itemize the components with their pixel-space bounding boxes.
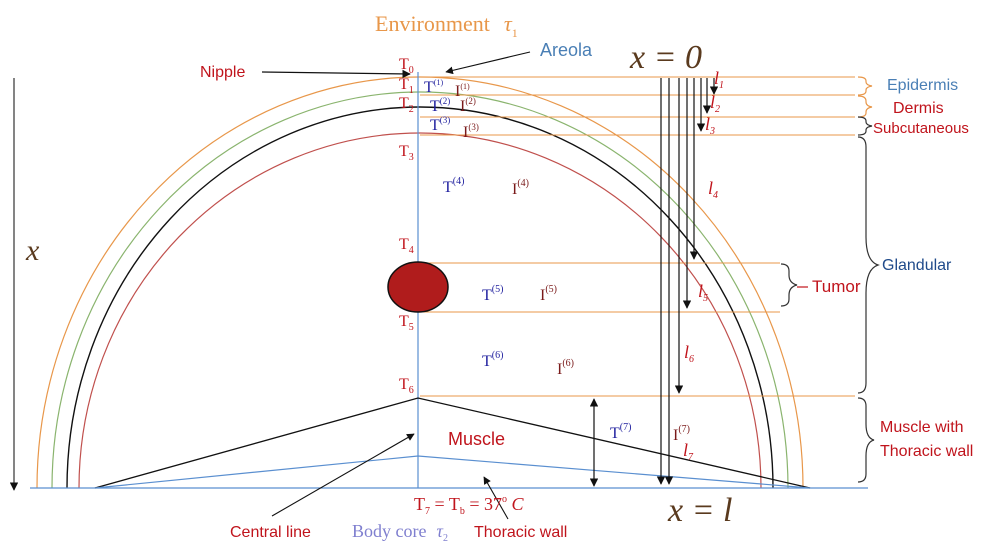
intensity-region-1: I(1) <box>455 82 470 100</box>
intensity-region-6: I(6) <box>557 358 574 378</box>
nipple-label: Nipple <box>200 64 245 81</box>
layer-tumor: Tumor <box>812 277 861 296</box>
temp-t6: T6 <box>399 376 414 396</box>
temp-region-4: T(4) <box>443 176 464 196</box>
layer-glandular: Glandular <box>882 257 952 274</box>
central-line-arrow <box>271 433 415 517</box>
layer-braces <box>780 76 880 483</box>
layer-epidermis: Epidermis <box>887 77 958 94</box>
temp-region-2: T(2) <box>430 96 450 115</box>
temp-t0: T0 <box>399 56 414 76</box>
temp-region-7: T(7) <box>610 422 631 442</box>
temp-region-3: T(3) <box>430 115 450 134</box>
length-arrows <box>656 78 719 485</box>
region-intensities: I(1) I(2) I(3) I(4) I(5) I(6) I(7) <box>455 82 690 444</box>
body-temperature-equation: T7 = Tb = 37o C <box>414 494 524 517</box>
temp-t1: T1 <box>399 76 414 96</box>
layer-lengths: l1 l2 l3 l4 l5 l6 l7 <box>683 68 724 463</box>
intensity-region-4: I(4) <box>512 178 529 198</box>
temp-region-6: T(6) <box>482 350 503 370</box>
length-l2: l2 <box>710 92 720 115</box>
nipple-arrow <box>261 69 411 79</box>
x-equals-l-label: x = l <box>667 492 732 529</box>
muscle-region <box>94 397 811 489</box>
central-line-label: Central line <box>230 524 311 541</box>
temp-t3: T3 <box>399 143 414 163</box>
boundary-subcutaneous-inner <box>78 132 762 489</box>
length-l5: l5 <box>698 281 708 304</box>
temp-t5: T5 <box>399 313 414 333</box>
layer-subcutaneous: Subcutaneous <box>873 120 969 137</box>
intensity-region-2: I(2) <box>460 96 476 115</box>
thoracic-wall-label: Thoracic wall <box>474 524 567 541</box>
length-l6: l6 <box>684 342 694 365</box>
intensity-region-5: I(5) <box>540 284 557 304</box>
length-l7: l7 <box>683 440 694 463</box>
layer-thoracic-wall: Thoracic wall <box>880 443 973 460</box>
boundary-epidermis-inner <box>51 91 789 489</box>
boundary-dermis-inner <box>66 106 774 489</box>
intensity-region-7: I(7) <box>673 424 690 444</box>
boundary-temperatures: T0 T1 T2 T3 T4 T5 T6 <box>399 56 414 396</box>
temp-region-5: T(5) <box>482 284 503 304</box>
tumor <box>387 261 449 313</box>
temp-region-1: T(1) <box>424 78 443 96</box>
muscle-label: Muscle <box>448 429 505 449</box>
length-l3: l3 <box>705 114 715 137</box>
temp-t4: T4 <box>399 236 414 256</box>
length-l1: l1 <box>714 68 724 91</box>
x-axis-label: x <box>25 234 40 267</box>
thoracic-wall-edge <box>94 455 811 489</box>
x-equals-zero-label: x = 0 <box>629 39 702 76</box>
areola-arrow <box>445 51 531 75</box>
temp-t2: T2 <box>399 95 414 115</box>
thoracic-wall-arrow <box>483 476 509 520</box>
region-temperatures: T(1) T(2) T(3) T(4) T(5) T(6) T(7) <box>424 78 631 442</box>
areola-label: Areola <box>540 40 593 60</box>
layer-dermis: Dermis <box>893 100 944 117</box>
muscle-upper-edge <box>94 397 811 489</box>
intensity-region-3: I(3) <box>463 122 479 141</box>
length-l4: l4 <box>708 178 718 201</box>
layer-guides <box>420 76 855 397</box>
layer-muscle-with: Muscle with <box>880 419 964 436</box>
